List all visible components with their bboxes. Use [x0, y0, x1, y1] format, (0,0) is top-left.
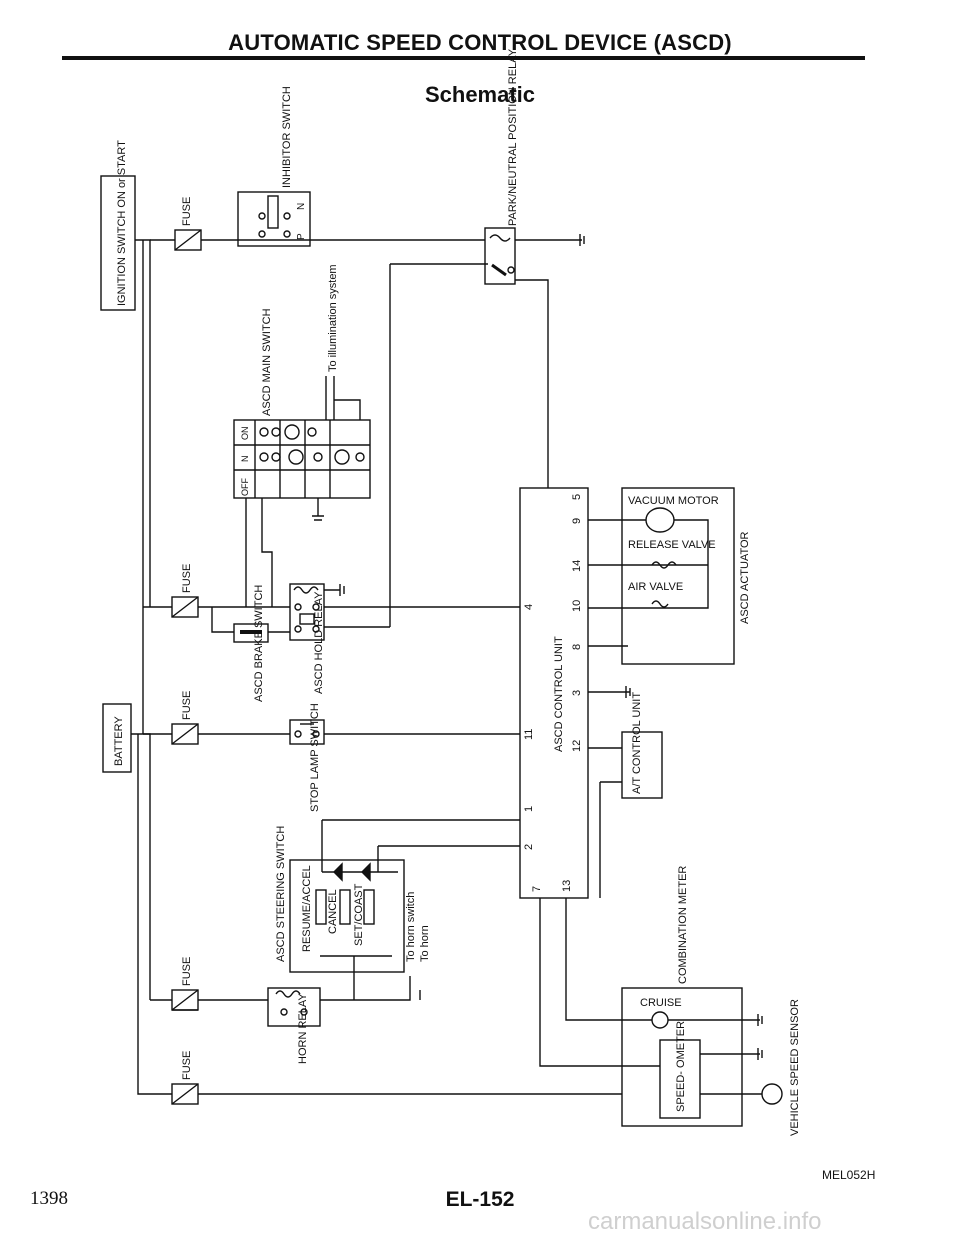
- pin-4: 4: [523, 604, 535, 610]
- ascd-control-unit-box: [519, 487, 589, 899]
- pin-5: 5: [571, 494, 583, 500]
- ascd-actuator-box: [621, 487, 735, 665]
- fuse-4-label: FUSE: [181, 957, 193, 986]
- pin-9: 9: [571, 518, 583, 524]
- ascd-hold-relay-label: ASCD HOLD RELAY: [313, 591, 325, 694]
- air-valve-label: AIR VALVE: [628, 581, 683, 593]
- schematic-subtitle: Schematic: [424, 82, 536, 107]
- to-horn-label: To horn: [419, 925, 431, 962]
- main-on-label: ON: [240, 427, 250, 441]
- pin-3: 3: [571, 690, 583, 696]
- park-neutral-relay-box: [484, 227, 516, 285]
- cruise-label: CRUISE: [640, 997, 682, 1009]
- at-control-unit-label: A/T CONTROL UNIT: [631, 692, 643, 794]
- main-n-label: N: [240, 456, 250, 463]
- inhibitor-switch-label: INHIBITOR SWITCH: [281, 86, 293, 188]
- main-off-label: OFF: [240, 478, 250, 496]
- pin-12: 12: [571, 740, 583, 752]
- pin-14: 14: [571, 560, 583, 572]
- release-valve-label: RELEASE VALVE: [628, 539, 716, 551]
- stop-lamp-switch-box: [289, 719, 325, 745]
- pin-13: 13: [561, 880, 573, 892]
- park-neutral-relay-label: PARK/NEUTRAL POSITION RELAY: [507, 48, 519, 226]
- stop-lamp-switch-label: STOP LAMP SWITCH: [309, 703, 321, 812]
- at-control-unit-box: [621, 731, 663, 799]
- watermark: carmanualsonline.info: [588, 1208, 822, 1235]
- inhibitor-switch-box: [237, 191, 311, 247]
- to-illumination-label: To illumination system: [327, 264, 339, 372]
- speedometer-label: SPEED- OMETER: [675, 1021, 687, 1112]
- pin-1: 1: [523, 806, 535, 812]
- horn-relay-box: [267, 987, 321, 1027]
- inhibitor-n-label: N: [296, 203, 307, 210]
- combination-meter-label: COMBINATION METER: [677, 866, 689, 984]
- header-rule: [62, 56, 865, 60]
- battery-label: BATTERY: [113, 716, 125, 766]
- ascd-actuator-label: ASCD ACTUATOR: [739, 531, 751, 624]
- fuse-3-label: FUSE: [181, 691, 193, 720]
- ascd-steering-switch-box: [289, 859, 405, 973]
- ignition-switch-label: IGNITION SWITCH ON or START: [116, 140, 128, 306]
- fuse-2-label: FUSE: [181, 564, 193, 593]
- page-number: 1398: [30, 1188, 68, 1209]
- fuse-1-label: FUSE: [181, 197, 193, 226]
- fuse-5-label: FUSE: [181, 1051, 193, 1080]
- ascd-brake-switch-label: ASCD BRAKE SWITCH: [253, 585, 265, 702]
- inhibitor-p-label: P: [296, 233, 307, 240]
- vacuum-motor-label: VACUUM MOTOR: [628, 495, 719, 507]
- set-coast-label: SET/COAST: [353, 883, 365, 946]
- cancel-label: CANCEL: [327, 889, 339, 934]
- resume-accel-label: RESUME/ACCEL: [301, 865, 313, 952]
- ascd-main-switch-box: [233, 419, 371, 499]
- pin-10: 10: [571, 600, 583, 612]
- pin-8: 8: [571, 644, 583, 650]
- ignition-switch-box: [100, 175, 136, 311]
- combination-meter-box: [621, 987, 743, 1127]
- ascd-control-unit-label: ASCD CONTROL UNIT: [553, 636, 565, 752]
- page-header-title: AUTOMATIC SPEED CONTROL DEVICE (ASCD): [228, 30, 732, 55]
- horn-relay-label: HORN RELAY: [297, 993, 309, 1064]
- pin-7: 7: [531, 886, 543, 892]
- ascd-main-switch-label: ASCD MAIN SWITCH: [261, 308, 273, 416]
- page-code: EL-152: [445, 1188, 515, 1211]
- reference-code: MEL052H: [822, 1168, 876, 1182]
- battery-box: [102, 703, 132, 773]
- pin-2: 2: [523, 844, 535, 850]
- ascd-brake-switch: [233, 623, 269, 643]
- ascd-steering-switch-label: ASCD STEERING SWITCH: [275, 826, 287, 962]
- to-horn-switch-label: To horn switch: [405, 892, 417, 962]
- ascd-hold-relay-box: [289, 583, 325, 641]
- vehicle-speed-sensor-label: VEHICLE SPEED SENSOR: [789, 999, 801, 1136]
- pin-11: 11: [523, 729, 535, 740]
- battery-feed-wire: [131, 733, 151, 1095]
